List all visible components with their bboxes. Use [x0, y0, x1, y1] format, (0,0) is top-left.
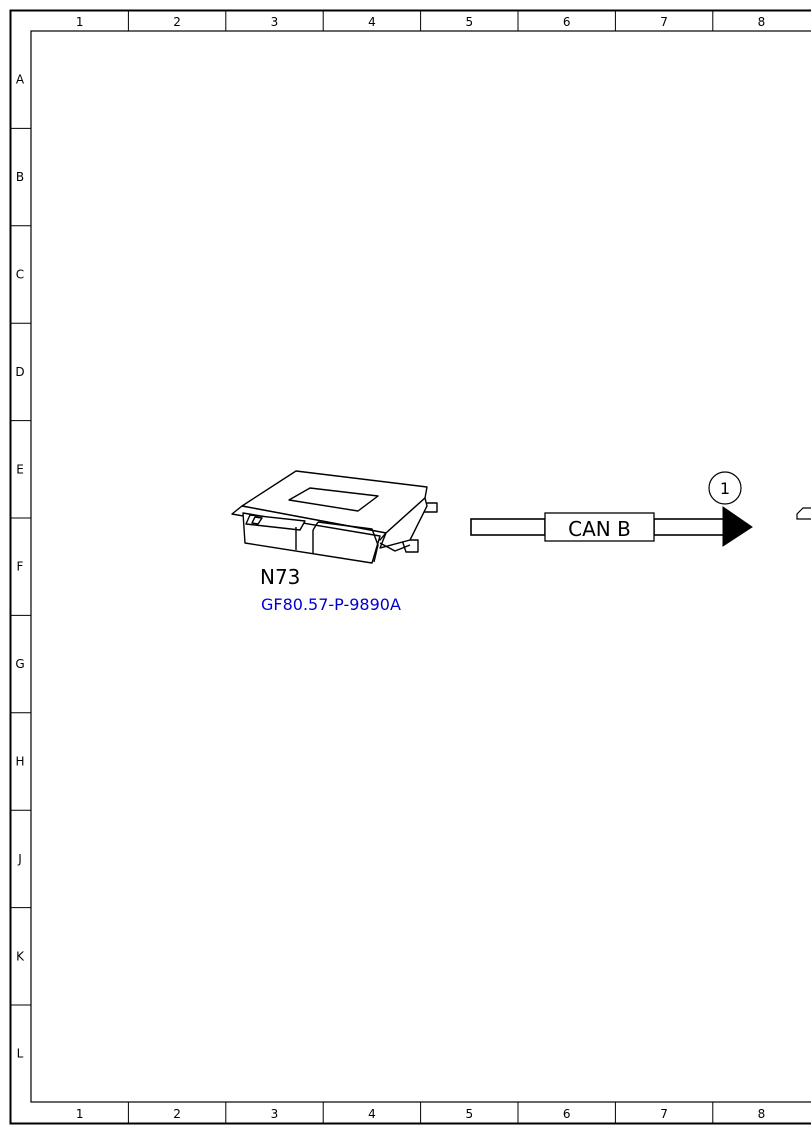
component-code: N73 — [260, 565, 300, 589]
column-label-bottom: 6 — [563, 1107, 571, 1121]
column-label-top: 1 — [76, 15, 84, 29]
bus-wire-right — [653, 518, 725, 536]
row-label: H — [15, 755, 24, 769]
row-label: B — [16, 170, 24, 184]
partial-symbol-icon — [796, 507, 811, 520]
connector-marker[interactable] — [708, 471, 742, 505]
control-unit-n73-icon[interactable] — [231, 470, 438, 564]
column-label-bottom: 3 — [271, 1107, 279, 1121]
bus-arrow-head-icon[interactable] — [722, 506, 753, 547]
row-label: A — [16, 73, 25, 87]
column-label-top: 2 — [173, 15, 181, 29]
column-label-top: 4 — [368, 15, 376, 29]
bus-label: CAN B — [568, 517, 631, 541]
inner-frame — [30, 30, 811, 1103]
column-label-bottom: 5 — [465, 1107, 473, 1121]
column-label-top: 6 — [563, 15, 571, 29]
row-label: J — [17, 852, 22, 866]
row-label: L — [17, 1047, 24, 1061]
bus-label-box — [544, 512, 655, 542]
row-label: D — [15, 365, 24, 379]
column-label-bottom: 7 — [660, 1107, 668, 1121]
column-label-top: 5 — [465, 15, 473, 29]
component-reference-link[interactable]: GF80.57-P-9890A — [261, 595, 401, 614]
column-label-top: 7 — [660, 15, 668, 29]
row-label: K — [16, 949, 25, 963]
row-label: E — [16, 462, 24, 476]
connector-number: 1 — [720, 479, 730, 498]
column-label-bottom: 4 — [368, 1107, 376, 1121]
column-label-top: 8 — [758, 15, 766, 29]
bus-wire-left — [470, 518, 546, 536]
column-label-bottom: 8 — [758, 1107, 766, 1121]
row-label: G — [15, 657, 24, 671]
column-label-bottom: 2 — [173, 1107, 181, 1121]
column-label-bottom: 1 — [76, 1107, 84, 1121]
row-label: F — [17, 560, 24, 574]
outer-frame — [9, 9, 811, 1125]
column-label-top: 3 — [271, 15, 279, 29]
can-b-bus-line: CAN B — [470, 506, 753, 547]
row-label: C — [16, 268, 24, 282]
